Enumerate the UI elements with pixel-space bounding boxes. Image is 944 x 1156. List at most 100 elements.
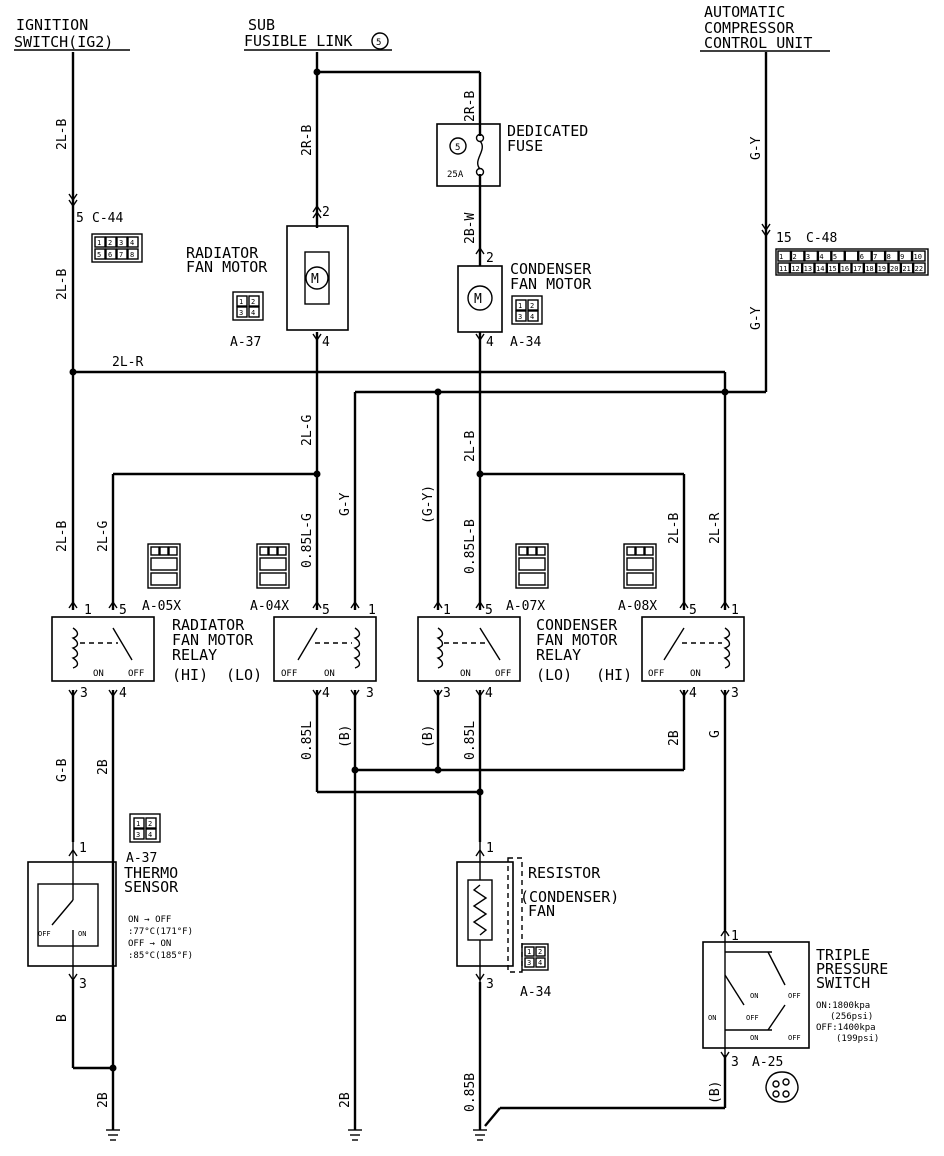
wire-label: 2R-B bbox=[463, 91, 478, 122]
fuse-number-circle bbox=[449, 137, 467, 155]
c48-cell bbox=[863, 262, 877, 274]
c48-cell bbox=[826, 262, 840, 274]
pin-label: 5 bbox=[485, 603, 493, 618]
wire-label: 0.85L-G bbox=[300, 513, 315, 568]
c48-cell bbox=[898, 250, 913, 262]
sub-label-1: SUB bbox=[248, 16, 275, 34]
relay-title-2: FAN MOTOR bbox=[172, 631, 254, 649]
wire-label: (B) bbox=[338, 725, 353, 748]
relay-coil bbox=[71, 627, 79, 669]
c48-cell-label: 18 bbox=[865, 265, 873, 273]
junction-dots bbox=[69, 68, 729, 1072]
condenser-relay-title: CONDENSER FAN MOTOR RELAY (LO) (HI) bbox=[536, 616, 632, 684]
relay-box bbox=[417, 616, 521, 682]
ignition-switch-header: IGNITION SWITCH(IG2) bbox=[14, 16, 130, 51]
connector-label: C-44 bbox=[92, 211, 123, 226]
sub-fusible-link-header: SUB FUSIBLE LINK 5 bbox=[244, 16, 392, 51]
resistor-title-1: RESISTOR bbox=[528, 864, 601, 882]
ignition-label-2: SWITCH(IG2) bbox=[14, 33, 113, 51]
pin-label: 3 bbox=[443, 686, 451, 701]
connector-label: A-34 bbox=[510, 335, 541, 350]
c48-cell bbox=[831, 250, 845, 262]
c48-cell bbox=[814, 262, 828, 274]
relay-condenser-lo: ON OFF 1 5 3 4 bbox=[417, 603, 521, 701]
pin-label: 4 bbox=[322, 686, 330, 701]
off-label: OFF bbox=[788, 992, 801, 1000]
pin-label: 1 bbox=[486, 841, 494, 856]
relay-connector-a07x: A-07X bbox=[506, 543, 549, 614]
svg-text:4: 4 bbox=[130, 239, 134, 247]
wire-label: G-Y bbox=[749, 136, 764, 160]
pin-label: 1 bbox=[731, 603, 739, 618]
c48-cell-label: 9 bbox=[900, 253, 904, 261]
resistor-element bbox=[472, 884, 488, 936]
ground-symbol-1 bbox=[106, 1129, 120, 1141]
pin-label: 1 bbox=[731, 929, 739, 944]
relay-title-1: CONDENSER bbox=[536, 616, 618, 634]
off-label: OFF bbox=[128, 669, 144, 679]
svg-text:4: 4 bbox=[251, 309, 255, 317]
wire-label: G bbox=[708, 730, 723, 738]
svg-text:1: 1 bbox=[97, 239, 101, 247]
connector-face bbox=[91, 233, 143, 263]
pin-label: 5 bbox=[322, 603, 330, 618]
wire-label: 2L-G bbox=[300, 415, 315, 446]
svg-text:3: 3 bbox=[527, 959, 531, 967]
acc-label-3: CONTROL UNIT bbox=[704, 34, 812, 52]
pin-label: 5 bbox=[76, 211, 84, 226]
c48-cell-label: 11 bbox=[779, 265, 787, 273]
pin-label: 15 bbox=[776, 231, 792, 246]
pin-label: 2 bbox=[322, 205, 330, 220]
svg-text:1: 1 bbox=[136, 820, 140, 828]
switch-spec: OFF:1400kpa bbox=[816, 1023, 876, 1033]
on-label: ON bbox=[708, 1014, 716, 1022]
motor-title-1: RADIATOR bbox=[186, 244, 259, 262]
relay-title-1: RADIATOR bbox=[172, 616, 245, 634]
relay-connector-a08x: A-08X bbox=[618, 543, 657, 614]
relay-coil bbox=[353, 627, 361, 669]
c48-cell-label: 15 bbox=[828, 265, 836, 273]
motor-box bbox=[286, 225, 349, 331]
ground-symbols bbox=[106, 1129, 487, 1141]
c48-cell-label: 8 bbox=[887, 253, 891, 261]
c48-cell-label: 17 bbox=[853, 265, 861, 273]
svg-text:5: 5 bbox=[97, 251, 101, 259]
pin-label: 3 bbox=[731, 686, 739, 701]
relay-hi-label: (HI) bbox=[596, 666, 632, 684]
pin-label: 1 bbox=[368, 603, 376, 618]
c48-cell-label: 13 bbox=[804, 265, 812, 273]
connector-face bbox=[775, 248, 929, 276]
off-label: OFF bbox=[38, 930, 51, 938]
wire-label: 2L-G bbox=[96, 521, 111, 552]
relay-lo-label: (LO) bbox=[226, 666, 262, 684]
c48-cell bbox=[838, 262, 852, 274]
svg-text:7: 7 bbox=[119, 251, 123, 259]
switch-title-2: PRESSURE bbox=[816, 960, 888, 978]
connector-label: A-34 bbox=[520, 985, 551, 1000]
wire-label: 2L-B bbox=[55, 521, 70, 552]
wire-label: 2L-B bbox=[55, 269, 70, 300]
radiator-relay-title: RADIATOR FAN MOTOR RELAY (HI) (LO) bbox=[172, 616, 262, 684]
pin-label: 2 bbox=[486, 251, 494, 266]
acc-label-2: COMPRESSOR bbox=[704, 19, 795, 37]
svg-text:3: 3 bbox=[239, 309, 243, 317]
switch-spec: (199psi) bbox=[836, 1034, 879, 1044]
c48-cell-label: 16 bbox=[841, 265, 849, 273]
switch-contact-low bbox=[767, 1004, 786, 1031]
switch-contact-high bbox=[767, 951, 786, 986]
relay-coil bbox=[723, 627, 731, 669]
resistor-title-2: (CONDENSER) bbox=[520, 888, 619, 906]
ground-symbol-3 bbox=[473, 1129, 487, 1141]
triple-pressure-switch: ON ON OFF OFF ON OFF 1 3 TRIPLE PRESSURE… bbox=[702, 929, 888, 1070]
motor-title-2: FAN MOTOR bbox=[510, 275, 592, 293]
svg-text:4: 4 bbox=[530, 313, 534, 321]
c48-cell bbox=[911, 250, 926, 262]
motor-box bbox=[457, 265, 503, 333]
motor-symbol: M bbox=[474, 292, 482, 307]
c48-cell-label: 3 bbox=[806, 253, 810, 261]
pin-label: 1 bbox=[443, 603, 451, 618]
connector-label: A-08X bbox=[618, 599, 657, 614]
relay-radiator-hi: ON OFF 1 5 3 4 bbox=[51, 603, 155, 701]
